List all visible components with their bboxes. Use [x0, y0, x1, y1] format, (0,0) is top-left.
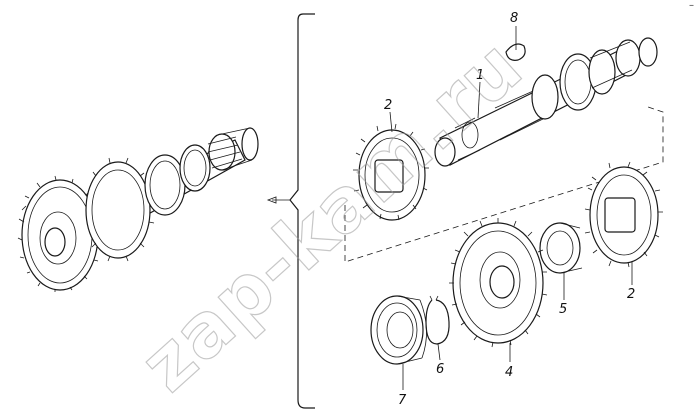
part-2-upper-gear	[353, 123, 429, 221]
part-4-large-gear	[449, 218, 548, 348]
leader-lines	[389, 26, 633, 390]
part-8-key	[505, 43, 526, 61]
part-7-bearing	[370, 295, 427, 365]
watermark: zap-kam.ru	[124, 23, 538, 408]
group-bracket	[266, 13, 315, 409]
callout-2-lower: 2	[627, 287, 635, 302]
callout-5: 5	[559, 302, 567, 317]
part-6-snap-ring	[425, 295, 450, 345]
assembled-shaft	[17, 127, 259, 292]
callout-6: 6	[436, 362, 444, 377]
part-5-bushing	[539, 222, 583, 274]
assembled-large-gear	[17, 175, 103, 292]
part-2-lower-gear	[584, 161, 663, 268]
corner-mark: –	[689, 0, 694, 11]
callout-4: 4	[505, 365, 513, 380]
callout-8: 8	[510, 11, 518, 26]
callout-2-upper: 2	[384, 98, 392, 113]
callout-7: 7	[398, 393, 407, 408]
subgroup-dashed-outline	[344, 105, 664, 263]
callout-1: 1	[476, 68, 484, 83]
exploded-shaft	[434, 37, 658, 167]
